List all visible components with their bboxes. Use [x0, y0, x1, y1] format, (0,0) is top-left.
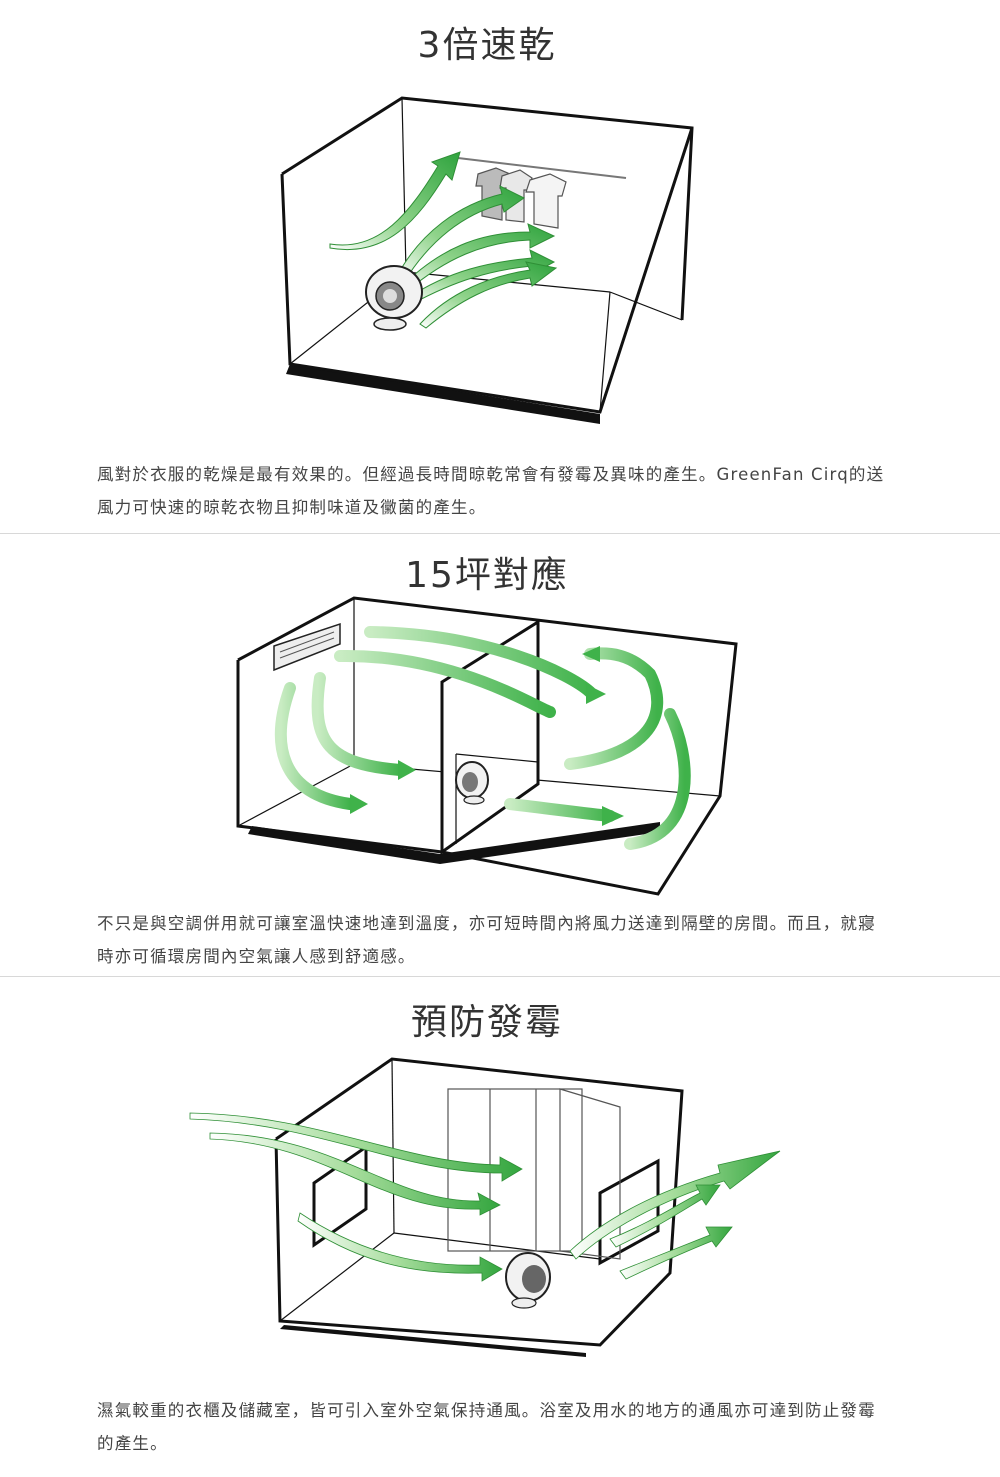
airflow-loops	[274, 626, 691, 850]
section-title: 15坪對應	[405, 555, 569, 596]
room-front-edge	[280, 127, 694, 414]
hanging-rod	[457, 157, 627, 179]
section-title: 預防發霉	[410, 1002, 563, 1043]
air-conditioner-icon	[273, 622, 341, 672]
circulator-fan-icon	[455, 761, 489, 805]
section-description: 風對於衣服的乾燥是最有效果的。但經過長時間晾乾常會有發霉及異味的產生。Green…	[97, 465, 885, 517]
quick-dry-illustration	[280, 96, 694, 424]
section-description: 不只是與空調併用就可讓室溫快速地達到溫度，亦可短時間內將風力送達到隔壁的房間。而…	[97, 914, 876, 966]
mold-prevention-illustration	[189, 1057, 781, 1357]
room-back-wall	[281, 96, 694, 321]
coverage-illustration	[236, 596, 738, 896]
section-coverage: 15坪對應	[0, 534, 1000, 976]
section-description: 濕氣較重的衣櫃及儲藏室，皆可引入室外空氣保持通風。浴室及用水的地方的通風亦可達到…	[97, 1401, 876, 1453]
arrow-heads	[350, 646, 624, 826]
airflow-arrows	[189, 1112, 781, 1282]
divider	[0, 533, 1000, 534]
section-quick-dry: 3倍速乾	[0, 0, 1000, 533]
room-outline	[236, 596, 738, 896]
divider	[0, 976, 1000, 977]
room-floor-shadow	[286, 364, 600, 424]
section-title: 3倍速乾	[417, 25, 557, 66]
circulator-fan-icon	[505, 1252, 551, 1309]
circulator-fan-icon	[365, 265, 423, 331]
section-mold-prevention: 預防發霉	[0, 977, 1000, 1477]
